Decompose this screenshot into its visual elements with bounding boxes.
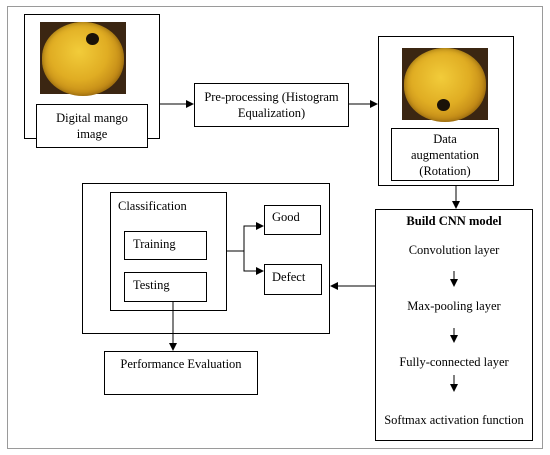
rotated-mango-defect-spot <box>437 99 450 111</box>
evaluation-node <box>104 351 258 395</box>
mango-defect-spot <box>86 33 99 45</box>
cnn-layer-maxpooling: Max-pooling layer <box>407 299 501 313</box>
cnn-layer-softmax: Softmax activation function <box>384 413 524 427</box>
cnn-node <box>375 209 533 441</box>
defect-node <box>264 264 322 295</box>
augmentation-label-box <box>391 128 499 181</box>
cnn-layer-fully-connected: Fully-connected layer <box>399 355 509 369</box>
defect-label: Defect <box>272 270 306 284</box>
evaluation-label: Performance Evaluation <box>120 357 242 371</box>
preprocessing-label: Pre-processing (Histogram Equalization) <box>204 90 339 120</box>
cnn-layer-convolution: Convolution layer <box>408 243 500 257</box>
good-label: Good <box>272 210 300 224</box>
good-node <box>264 205 321 235</box>
preprocessing-node <box>194 83 349 127</box>
testing-node <box>124 272 207 302</box>
arrow-to-good <box>243 222 264 251</box>
training-node <box>124 231 207 260</box>
arrow-to-defect <box>243 251 264 275</box>
input-label: Digital mango image <box>56 111 128 141</box>
training-label: Training <box>133 237 176 251</box>
augmentation-label: Data augmentation (Rotation) <box>410 132 480 178</box>
mango-photo <box>42 22 124 96</box>
testing-label: Testing <box>133 278 170 292</box>
classification-title: Classification <box>118 199 187 213</box>
cnn-title: Build CNN model <box>406 214 502 228</box>
input-label-box <box>36 104 148 148</box>
